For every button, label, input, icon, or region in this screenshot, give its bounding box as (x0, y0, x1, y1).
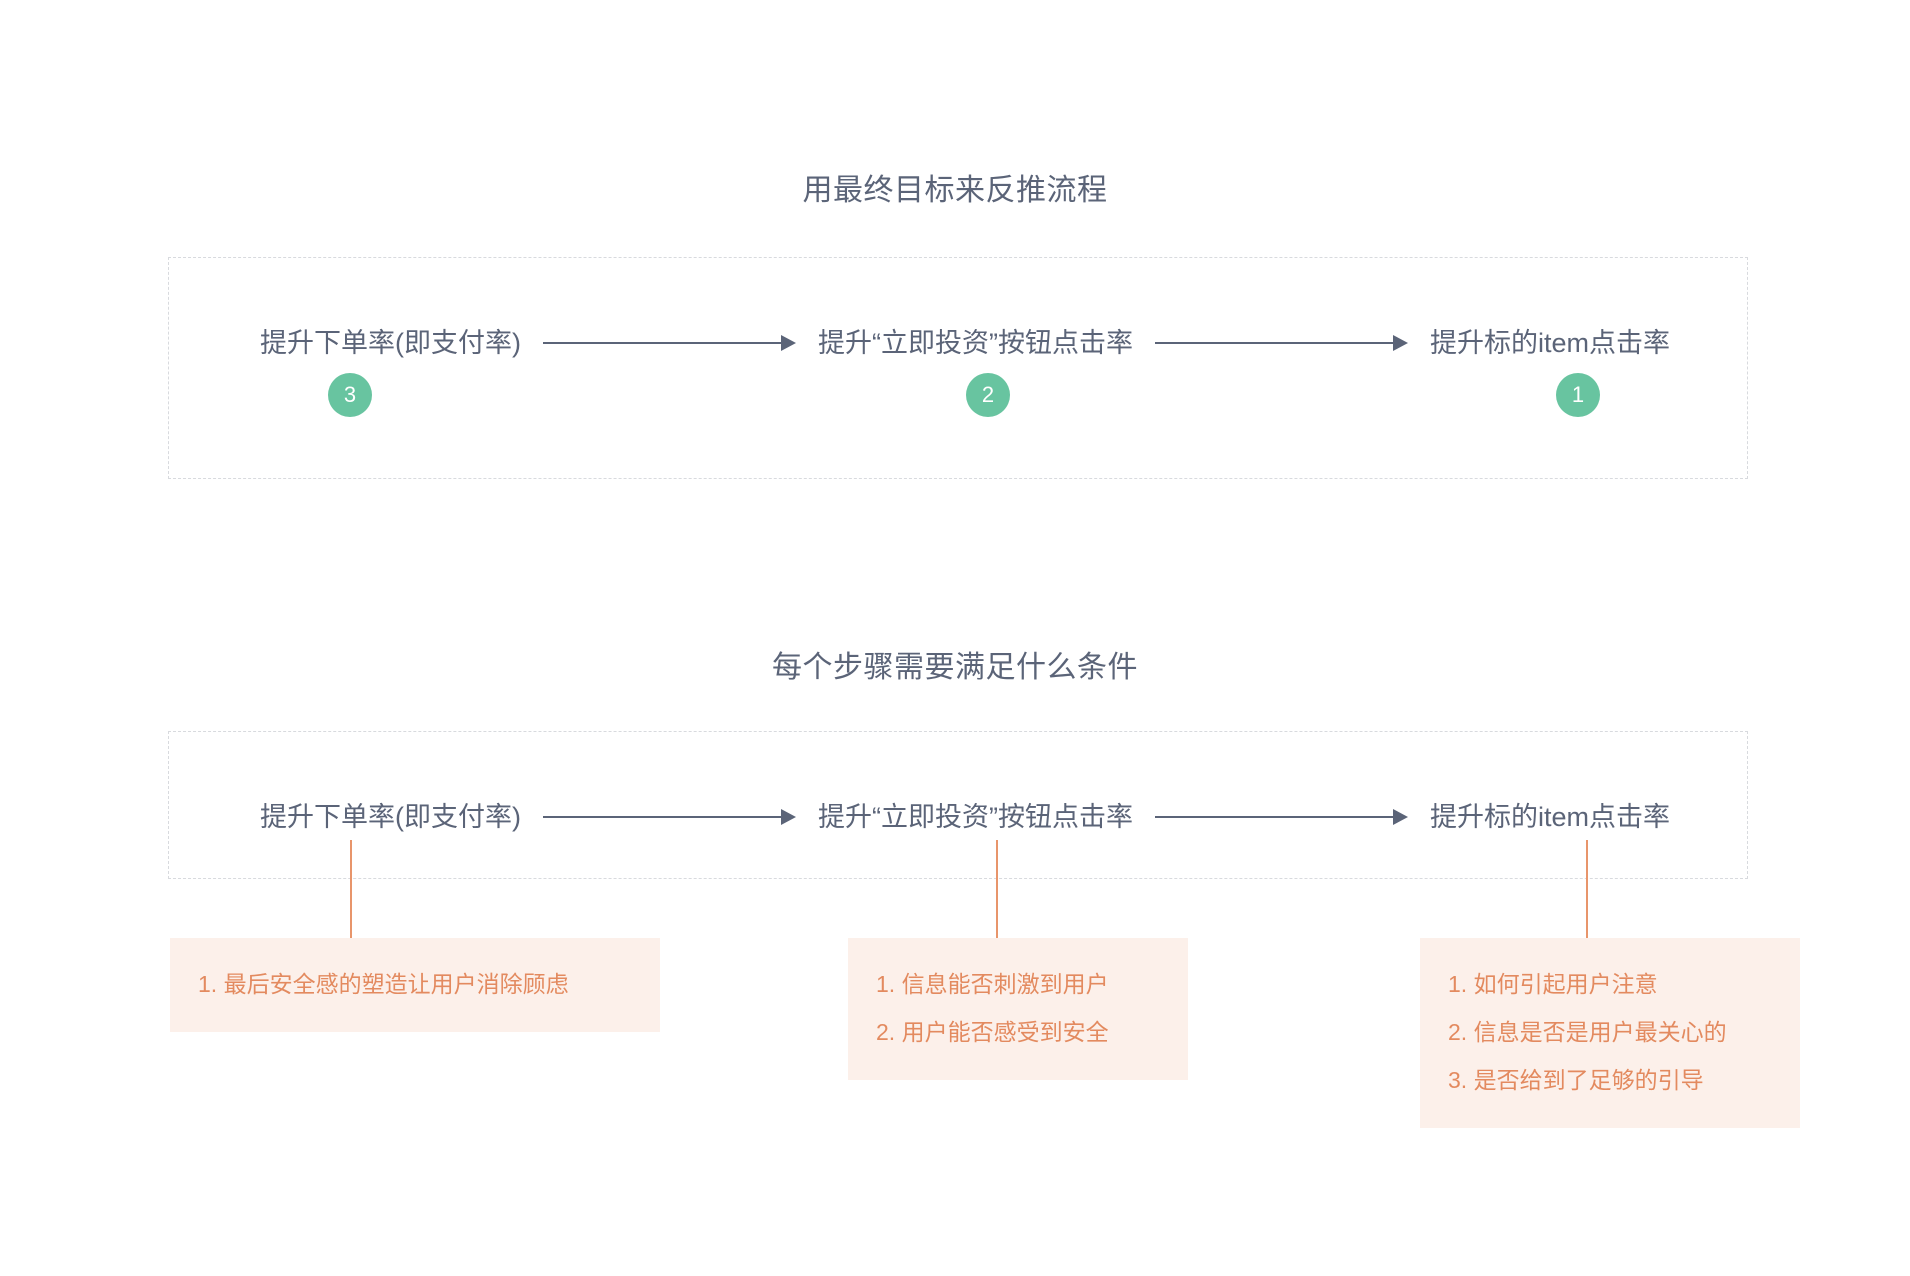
arrow-head-icon (1393, 335, 1408, 351)
leader-line-note-2 (996, 840, 998, 940)
arrow-head-icon (1393, 809, 1408, 825)
note-item: 1. 最后安全感的塑造让用户消除顾虑 (198, 971, 569, 997)
flow-container-1 (168, 257, 1748, 479)
note-box-item-click: 1. 如何引起用户注意 2. 信息是否是用户最关心的 3. 是否给到了足够的引导 (1420, 938, 1800, 1128)
flow-arrow-1b (1154, 315, 1408, 371)
arrow-shaft (1154, 342, 1395, 344)
note-box-payment-rate: 1. 最后安全感的塑造让用户消除顾虑 (170, 938, 660, 1032)
flow-node-invest-button-2: 提升“立即投资”按钮点击率 (818, 802, 1133, 832)
note-item: 3. 是否给到了足够的引导 (1448, 1067, 1704, 1093)
flow-container-2 (168, 731, 1748, 879)
flow-arrow-1a (542, 315, 796, 371)
step-badge-1: 1 (1556, 373, 1600, 417)
step-badge-2: 2 (966, 373, 1010, 417)
flow-node-payment-rate-2: 提升下单率(即支付率) (260, 802, 521, 832)
arrow-head-icon (781, 335, 796, 351)
flow-row-2: 提升下单率(即支付率) 提升“立即投资”按钮点击率 提升标的item点击率 (168, 789, 1748, 845)
arrow-shaft (542, 816, 783, 818)
flow-row-1: 提升下单率(即支付率) 提升“立即投资”按钮点击率 提升标的item点击率 (168, 315, 1748, 371)
note-item: 1. 信息能否刺激到用户 (876, 971, 1109, 997)
flow-node-item-click-1: 提升标的item点击率 (1430, 328, 1671, 358)
arrow-shaft (542, 342, 783, 344)
flow-node-payment-rate-1: 提升下单率(即支付率) (260, 328, 521, 358)
note-item: 1. 如何引起用户注意 (1448, 971, 1658, 997)
note-item: 2. 信息是否是用户最关心的 (1448, 1019, 1727, 1045)
leader-line-note-1 (350, 840, 352, 940)
note-box-invest-button: 1. 信息能否刺激到用户 2. 用户能否感受到安全 (848, 938, 1188, 1080)
section-title-step-conditions: 每个步骤需要满足什么条件 (772, 651, 1138, 684)
flow-arrow-2a (542, 789, 796, 845)
arrow-head-icon (781, 809, 796, 825)
section-title-goal-backtrack: 用最终目标来反推流程 (802, 174, 1108, 207)
flow-arrow-2b (1154, 789, 1408, 845)
leader-line-note-3 (1586, 840, 1588, 940)
note-item: 2. 用户能否感受到安全 (876, 1019, 1109, 1045)
flow-node-invest-button-1: 提升“立即投资”按钮点击率 (818, 328, 1133, 358)
flow-node-item-click-2: 提升标的item点击率 (1430, 802, 1671, 832)
arrow-shaft (1154, 816, 1395, 818)
step-badge-3: 3 (328, 373, 372, 417)
